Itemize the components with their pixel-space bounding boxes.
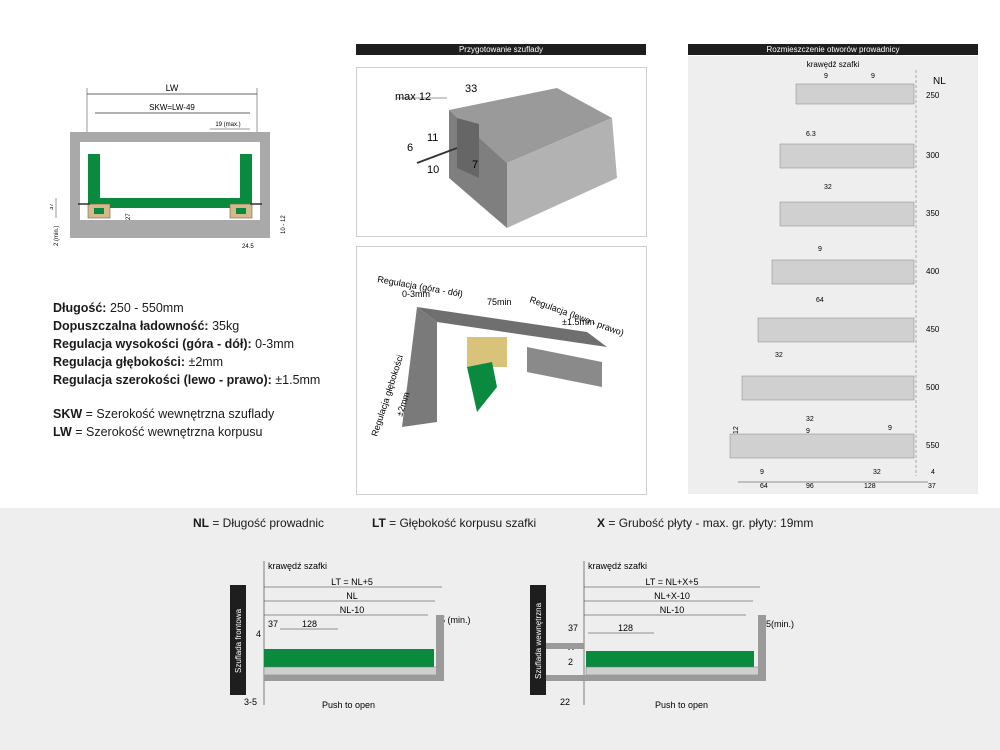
dim-10: 10 [427,164,439,176]
nlx10-right: NL+X-10 [654,591,690,601]
slide-300: 300 [779,143,940,169]
max12-label: max 12 [395,91,431,103]
dim-7: 7 [472,159,478,171]
dim-128: 128 [864,483,876,490]
dim-9e: 9 [888,425,892,432]
dim-9a: 9 [824,73,828,80]
dim-32d: 32 [873,469,881,476]
dim-33: 33 [465,83,477,95]
dim-37-left: 37 [268,619,278,629]
cabinet-edge-label: krawędź szafki [807,60,860,69]
legend-x: X = Grubość płyty - max. gr. płyty: 19mm [597,516,814,530]
nl10-right: NL-10 [660,605,685,615]
specs-list: Długość: 250 - 550mm Dopuszczalna ładown… [53,299,343,389]
dim-32a: 32 [824,184,832,191]
dim-37: 37 [50,203,55,210]
size-400: 400 [926,267,940,276]
slide-350: 350 [779,201,940,227]
cabinet-cross-section: LW SKW=LW-49 19 (max.) 37 27 2 (min.) 10… [50,83,287,250]
min75-label: 75min [487,297,512,307]
dim-96: 96 [806,483,814,490]
dim-9d: 9 [806,428,810,435]
dim-6: 6 [407,142,413,154]
lw-label: LW [166,83,179,93]
holes-panel: krawędź szafki NL 9 9 250 300 350 400 45… [688,56,978,494]
definitions-list: SKW = Szerokość wewnętrzna szuflady LW =… [53,405,343,441]
dim-10-12: 10 - 12 [281,215,287,234]
dim-5min-right: 5(min.) [766,619,794,629]
spec-load: Dopuszczalna ładowność: 35kg [53,319,240,333]
push-right: Push to open [655,700,708,710]
dim-4: 4 [931,469,935,476]
holes-header: Rozmieszczenie otworów prowadnicy [688,44,978,55]
spec-height: Regulacja wysokości (góra - dół): 0-3mm [53,337,295,351]
nl10-left: NL-10 [340,605,365,615]
dim-32b: 32 [775,352,783,359]
front-drawer-label: Szuflada frontowa [234,608,243,673]
dim-9b: 9 [871,73,875,80]
dim-22-right: 22 [560,697,570,707]
dim-64: 64 [816,297,824,304]
adjustment-drawing: Regulacja (góra - dół) 0-3mm 75min Regul… [369,274,625,437]
slide-400: 400 [771,259,940,285]
inner-drawer-label: Szuflada wewnętrzna [534,602,543,679]
size-500: 500 [926,383,940,392]
dim-3-5-left: 3-5 [244,697,257,707]
size-250: 250 [926,91,940,100]
nl-left: NL [346,591,358,601]
dim-4-left: 4 [256,629,261,639]
dim-2-right: 2 [568,657,573,667]
drawer-prep-drawing: max 12 33 11 6 10 7 [395,83,617,228]
dim-9c: 9 [818,246,822,253]
size-300: 300 [926,151,940,160]
dim-6-3: 6.3 [806,131,816,138]
dim-24-5: 24.5 [242,244,254,250]
def-lw: LW = Szerokość wewnętrzna korpusu [53,425,263,439]
dim-128-right: 128 [618,623,633,633]
lt-left: LT = NL+5 [331,577,373,587]
spec-length: Długość: 250 - 550mm [53,301,184,315]
bottom-section [0,508,1000,750]
legend-nl: NL = Długość prowadnic [193,516,325,530]
adjustment-panel: Regulacja (góra - dół) 0-3mm 75min Regul… [356,246,647,495]
leftright-value: ±1.5mm [562,317,594,327]
lt-right: LT = NL+X+5 [646,577,699,587]
drawer-prep-header: Przygotowanie szuflady [356,44,646,55]
spec-width: Regulacja szerokości (lewo - prawo): ±1.… [53,373,321,387]
cabinet-edge-left: krawędź szafki [268,561,327,571]
slide-550: 550 [729,433,940,459]
inner-drawer-diagram: Szuflada wewnętrzna krawędź szafki LT = … [530,561,794,710]
size-350: 350 [926,209,940,218]
dim-27: 27 [126,213,132,220]
dim-37-right: 37 [568,623,578,633]
cabinet-edge-right: krawędź szafki [588,561,647,571]
size-550: 550 [926,441,940,450]
front-drawer-diagram: Szuflada frontowa krawędź szafki LT = NL… [230,561,471,710]
slide-450: 450 [757,317,940,343]
skw-formula: SKW=LW-49 [149,103,195,112]
dim-128-left: 128 [302,619,317,629]
dim-37b: 37 [928,483,936,490]
dim-11: 11 [427,132,438,144]
drawer-prep-panel: max 12 33 11 6 10 7 [356,67,647,237]
dim-12: 12 [733,426,740,434]
slide-250: 250 [795,83,940,105]
spec-depth: Regulacja głębokości: ±2mm [53,355,224,369]
push-left: Push to open [322,700,375,710]
dim-2min: 2 (min.) [54,226,60,246]
slide-500: 500 [741,375,940,401]
def-skw: SKW = Szerokość wewnętrzna szuflady [53,407,275,421]
dim-9f: 9 [760,469,764,476]
dim-32c: 32 [806,416,814,423]
nl-header: NL [933,76,946,87]
updown-value: 0-3mm [402,289,430,299]
holes-drawing: krawędź szafki NL 9 9 250 300 350 400 45… [729,60,946,490]
dim-5min-left: 5 (min.) [440,615,471,625]
max19-label: 19 (max.) [215,122,240,128]
dim-64b: 64 [760,483,768,490]
legend-lt: LT = Głębokość korpusu szafki [372,516,537,530]
size-450: 450 [926,325,940,334]
